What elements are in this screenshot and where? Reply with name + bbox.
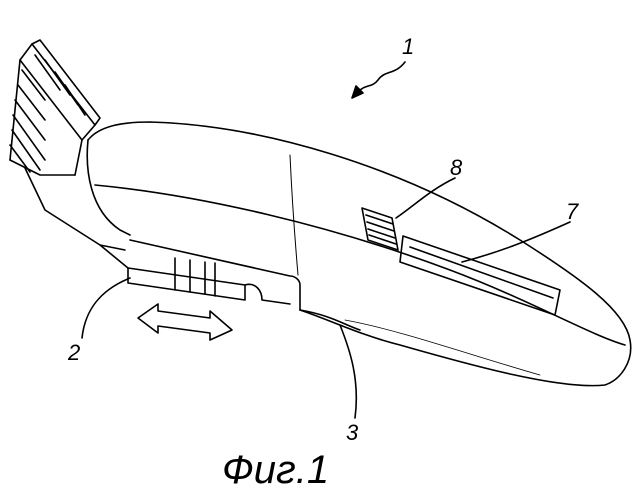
leader-3	[340, 325, 356, 418]
label-7: 7	[566, 199, 578, 225]
display-window	[400, 236, 560, 315]
clipper-housing	[87, 122, 630, 386]
double-arrow-icon	[138, 304, 232, 340]
label-2: 2	[68, 340, 80, 366]
leader-7	[462, 222, 570, 262]
label-8: 8	[450, 155, 462, 181]
leader-8	[396, 178, 455, 218]
label-1: 1	[402, 34, 414, 60]
arrowhead-1	[352, 86, 363, 98]
button	[362, 208, 398, 250]
reference-arrow-1	[358, 62, 405, 92]
label-3: 3	[346, 420, 358, 446]
figure-caption: Фиг.1	[222, 448, 329, 493]
leader-2	[82, 278, 130, 338]
